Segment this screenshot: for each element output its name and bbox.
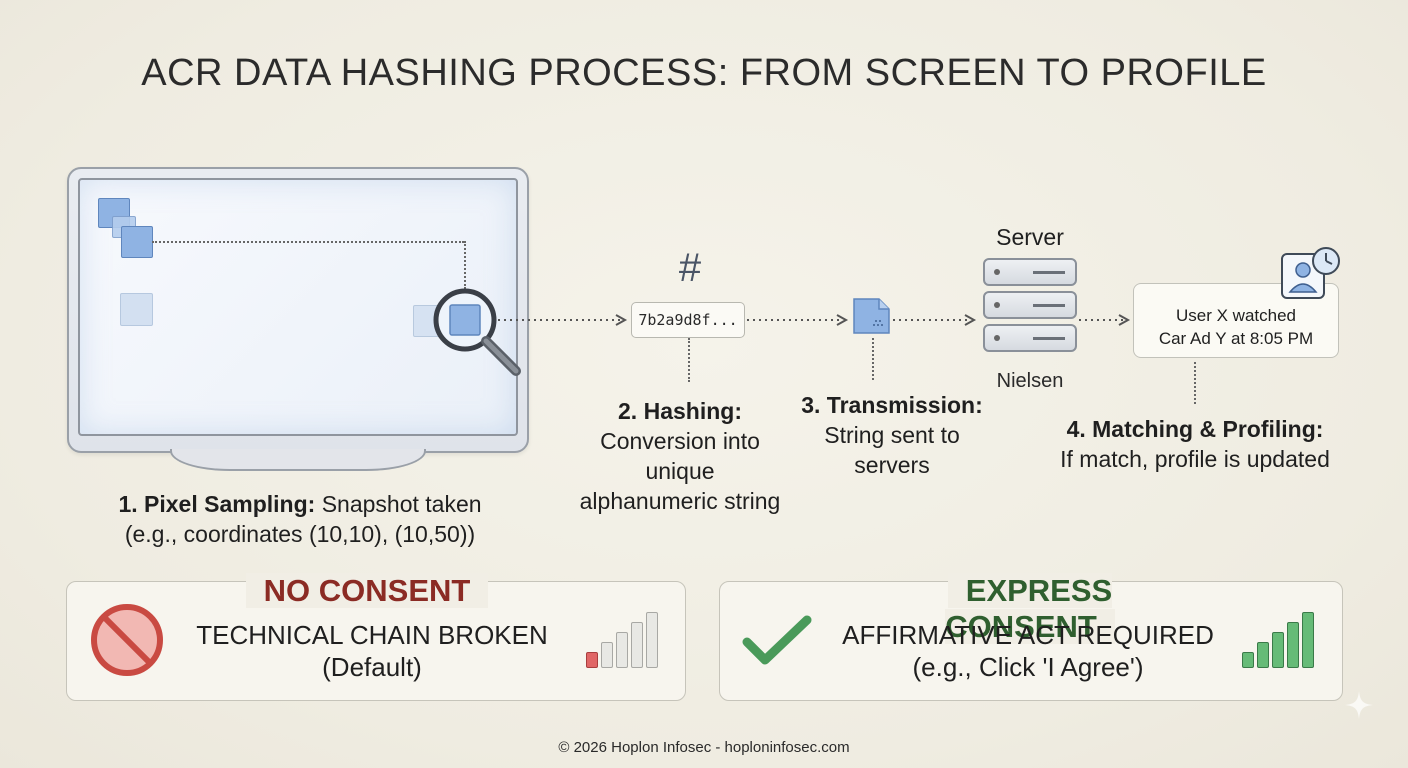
sparkle-icon — [1345, 691, 1373, 719]
signal-bar — [601, 642, 613, 668]
signal-bar — [1272, 632, 1284, 668]
server-bottom-label: Nielsen — [996, 370, 1064, 392]
signal-bar — [631, 622, 643, 668]
server-led — [994, 269, 1000, 275]
no-consent-line1: TECHNICAL CHAIN BROKEN — [196, 620, 548, 650]
no-consent-heading-wrap: NO CONSENT — [245, 573, 489, 609]
signal-bars-icon — [584, 612, 664, 668]
step3-line1: String sent to — [824, 422, 960, 448]
no-consent-panel — [66, 581, 686, 701]
server-led — [994, 302, 1000, 308]
express-consent-text: AFFIRMATIVE ACT REQUIRED (e.g., Click 'I… — [818, 619, 1238, 683]
prohibited-icon — [91, 604, 163, 676]
step1-heading: 1. Pixel Sampling: — [118, 491, 316, 517]
signal-bar — [1302, 612, 1314, 668]
step2-line2: unique — [645, 458, 715, 484]
signal-bar — [586, 652, 598, 668]
flow-arrow — [893, 314, 977, 326]
step3-label: 3. Transmission: String sent to servers — [772, 390, 1012, 480]
document-icon — [853, 298, 890, 334]
no-consent-text: TECHNICAL CHAIN BROKEN (Default) — [180, 619, 564, 683]
signal-bar — [646, 612, 658, 668]
step2-line3: alphanumeric string — [579, 488, 781, 514]
step2-heading: 2. Hashing: — [618, 398, 742, 424]
express-consent-heading-wrap: EXPRESS CONSENT — [860, 573, 1200, 645]
connector-line — [872, 338, 874, 380]
pixel-sample — [120, 293, 153, 326]
flow-arrow — [498, 314, 628, 326]
express-consent-heading: EXPRESS CONSENT — [945, 573, 1115, 644]
connector-line — [688, 338, 690, 382]
signal-bar — [1242, 652, 1254, 668]
signal-bar — [616, 632, 628, 668]
server-slot — [1033, 304, 1065, 307]
connector-line — [464, 241, 466, 289]
hash-icon: # — [678, 246, 702, 290]
step3-heading: 3. Transmission: — [801, 392, 983, 418]
signal-bars-icon — [1240, 612, 1320, 668]
profile-line1: User X watched — [1176, 306, 1296, 325]
step1-example: (e.g., coordinates (10,10), (10,50)) — [124, 521, 476, 547]
pixel-sample — [121, 226, 153, 258]
step4-label: 4. Matching & Profiling: If match, profi… — [1030, 414, 1360, 474]
flow-arrow — [747, 314, 849, 326]
server-slot — [1033, 337, 1065, 340]
express-consent-line2: (e.g., Click 'I Agree') — [912, 652, 1144, 682]
footer-copyright: © 2026 Hoplon Infosec - hoploninfosec.co… — [558, 739, 850, 756]
profile-line2: Car Ad Y at 8:05 PM — [1158, 329, 1314, 348]
connector-line — [152, 241, 464, 243]
server-led — [994, 335, 1000, 341]
server-icon — [983, 258, 1077, 366]
step2-line1: Conversion into — [600, 428, 760, 454]
step2-label: 2. Hashing: Conversion into unique alpha… — [560, 396, 800, 516]
checkmark-icon — [742, 615, 812, 665]
step3-line2: servers — [854, 452, 930, 478]
step1-label: 1. Pixel Sampling: Snapshot taken (e.g.,… — [70, 489, 530, 549]
server-top-label: Server — [996, 224, 1064, 250]
signal-bar — [1287, 622, 1299, 668]
no-consent-heading: NO CONSENT — [245, 573, 489, 608]
signal-bar — [1257, 642, 1269, 668]
express-consent-line1: AFFIRMATIVE ACT REQUIRED — [842, 620, 1214, 650]
step4-line1: If match, profile is updated — [1060, 446, 1330, 472]
tv-stand — [170, 449, 426, 471]
page-title: ACR DATA HASHING PROCESS: FROM SCREEN TO… — [141, 52, 1267, 94]
user-clock-icon — [1281, 247, 1340, 299]
no-consent-line2: (Default) — [322, 652, 422, 682]
step1-text: Snapshot taken — [321, 491, 482, 517]
step4-heading: 4. Matching & Profiling: — [1066, 416, 1324, 442]
hash-value-box: 7b2a9d8f... — [631, 302, 745, 338]
connector-line — [1194, 362, 1196, 404]
flow-arrow — [1079, 314, 1131, 326]
magnifier-icon — [433, 288, 521, 376]
server-slot — [1033, 271, 1065, 274]
